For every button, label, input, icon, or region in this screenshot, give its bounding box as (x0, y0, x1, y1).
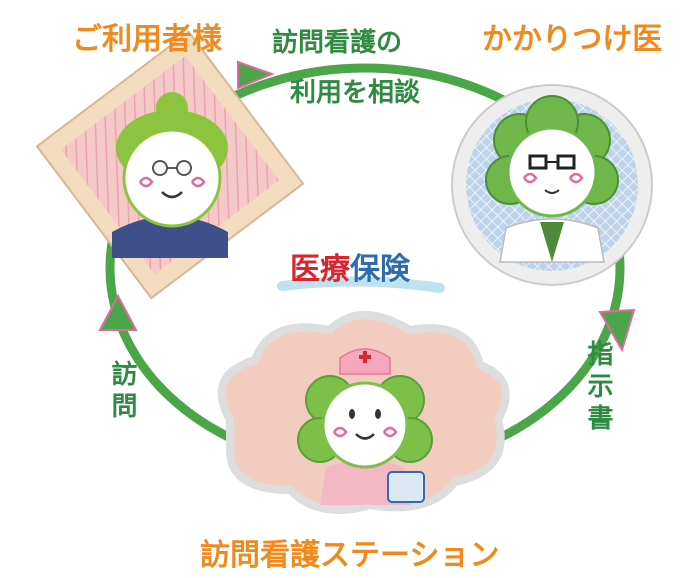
nurse-avatar (297, 348, 433, 505)
consult-label-line2: 利用を相談 (290, 78, 421, 108)
center-label-insurance: 保険 (350, 252, 410, 287)
instruction-label: 指示書 (583, 340, 613, 436)
center-label: 医療保険 (290, 244, 410, 288)
consult-label-line1: 訪問看護の (272, 28, 403, 58)
center-label-medical: 医療 (290, 252, 350, 287)
user-avatar (112, 92, 228, 258)
user-label: ご利用者様 (72, 22, 222, 57)
arrowhead-left (98, 293, 138, 331)
doctor-avatar (485, 95, 619, 263)
visit-label: 訪問 (107, 360, 137, 424)
arrowhead-top (237, 60, 275, 90)
arrowhead-right (598, 308, 636, 353)
center-underline (277, 276, 445, 293)
doctor-label: かかりつけ医 (482, 22, 663, 57)
station-label: 訪問看護ステーション (200, 538, 500, 573)
